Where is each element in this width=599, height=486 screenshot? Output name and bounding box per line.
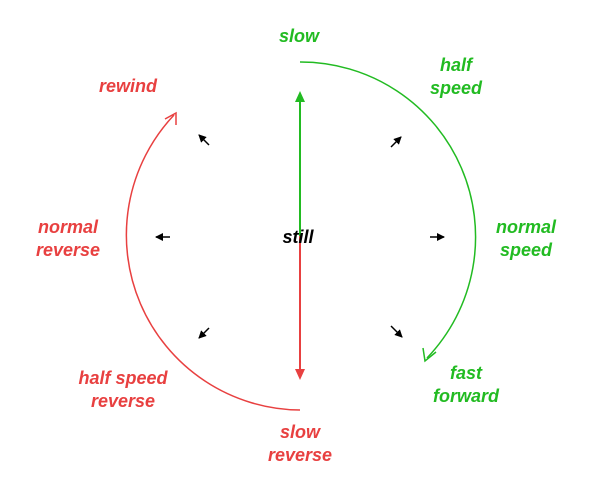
reverse-arc-arrowhead (164, 111, 177, 125)
direction-arrow-lower-left (198, 327, 210, 339)
label-normal-speed: normal speed (495, 217, 556, 260)
label-still: still (282, 227, 314, 247)
label-half-speed-reverse: half speed reverse (78, 368, 168, 411)
forward-axis-arrowhead (295, 91, 305, 102)
label-rewind: rewind (98, 76, 157, 96)
label-slow: slow (278, 26, 319, 46)
forward-arc-arrowhead (422, 347, 437, 363)
label-slow-reverse: slow reverse (267, 422, 333, 465)
label-half-speed: half speed (429, 55, 483, 98)
direction-arrow-upper-left (198, 134, 210, 146)
reverse-speed-arc (125, 114, 301, 411)
label-fast-forward: fast forward (432, 363, 499, 406)
label-normal-reverse: normal reverse (35, 217, 101, 260)
direction-arrow-upper-right (390, 136, 402, 148)
forward-speed-arc (299, 61, 477, 359)
reverse-axis-arrowhead (295, 369, 305, 380)
direction-arrow-lower-right (390, 325, 403, 338)
